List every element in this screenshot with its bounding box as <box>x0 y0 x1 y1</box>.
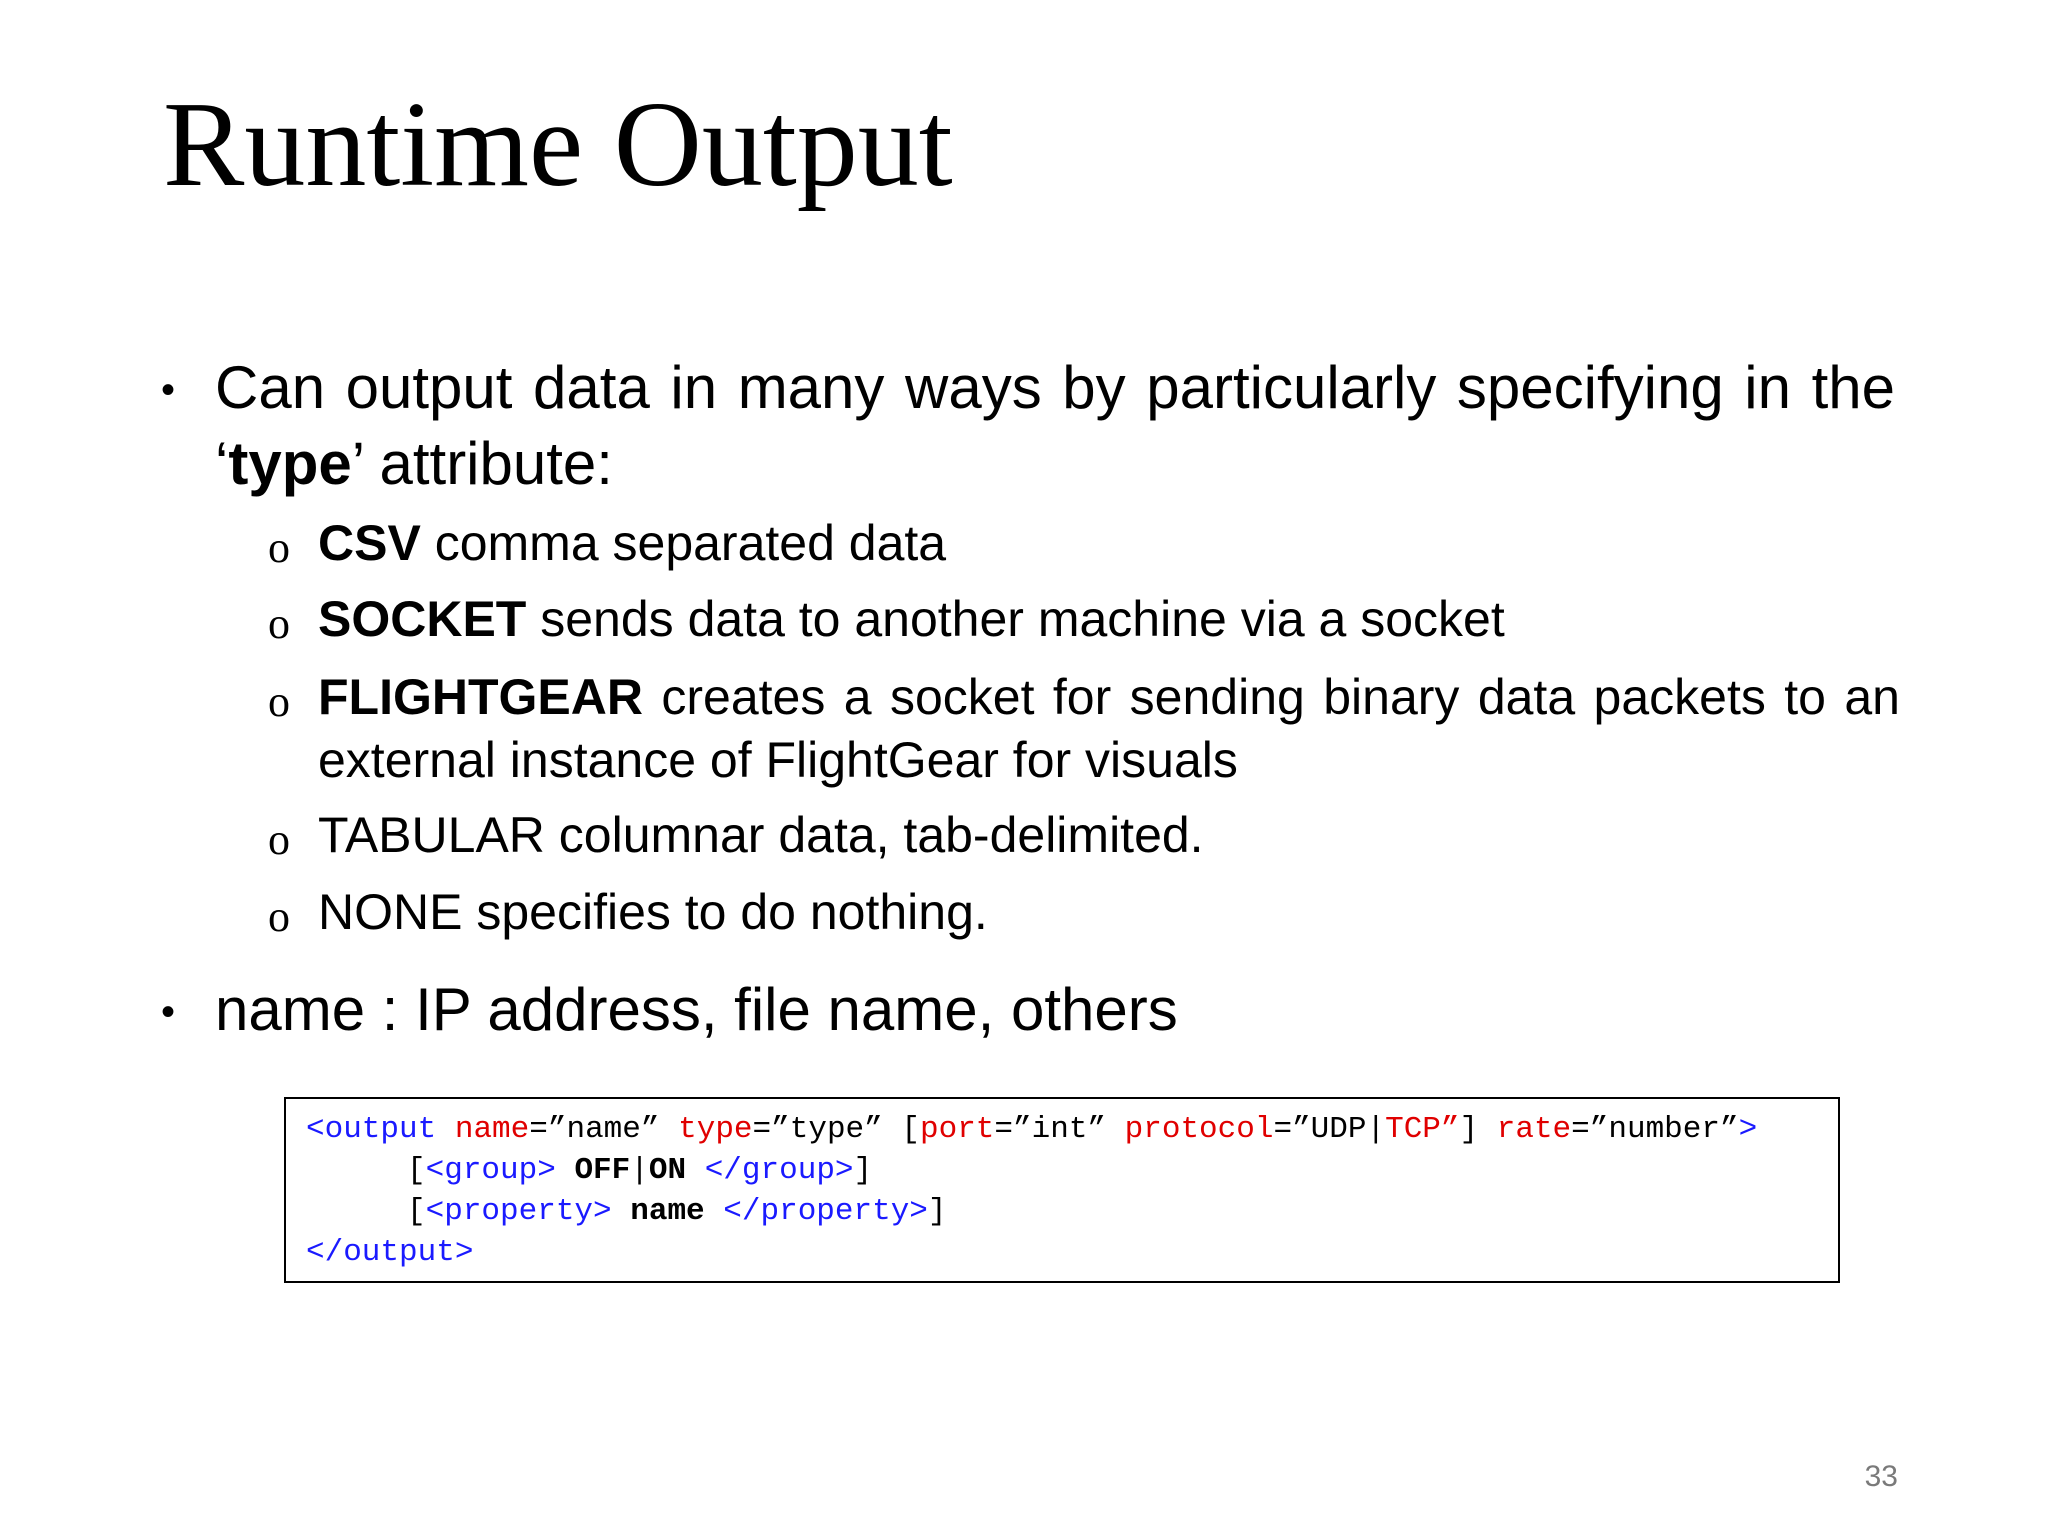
sub-bullet-csv: CSV comma separated data <box>318 512 1900 575</box>
code-value: ON <box>648 1153 687 1188</box>
code-attr: rate <box>1496 1112 1572 1147</box>
code-line-2: [<group> OFF|ON </group>] <box>306 1150 1818 1191</box>
code-block: <output name=”name” type=”type” [port=”i… <box>284 1097 1840 1283</box>
sub-bullet-keyword: FLIGHTGEAR <box>318 669 643 725</box>
code-value: TCP” <box>1385 1112 1460 1147</box>
code-line-3: [<property> name </property>] <box>306 1191 1818 1232</box>
code-value: =”UDP <box>1273 1112 1367 1147</box>
code-attr: port <box>919 1112 995 1147</box>
sub-bullet-text: comma separated data <box>420 515 947 571</box>
code-bracket: ] <box>927 1194 947 1229</box>
page-number: 33 <box>1864 1460 1898 1493</box>
sub-bullet-text: creates a socket for sending binary data… <box>318 669 1900 788</box>
code-attr: name <box>454 1112 530 1147</box>
code-line-1: <output name=”name” type=”type” [port=”i… <box>306 1109 1818 1150</box>
sub-bullet-keyword: CSV <box>318 515 421 571</box>
code-tag: <group> <box>425 1153 556 1188</box>
code-line-4: </output> <box>306 1232 1818 1273</box>
code-value: name <box>630 1194 705 1229</box>
sub-bullet-none: NONE specifies to do nothing. <box>318 881 1900 944</box>
code-bracket: ] <box>853 1153 873 1188</box>
code-pipe: | <box>630 1153 649 1188</box>
code-tag: > <box>1738 1112 1758 1147</box>
sub-bullet-text: NONE specifies to do nothing. <box>318 884 988 940</box>
code-value: =”int” <box>994 1112 1107 1147</box>
sub-bullet-flightgear: FLIGHTGEAR creates a socket for sending … <box>318 666 1900 791</box>
bullet-text: Can output data in many ways by particul… <box>215 354 1895 497</box>
code-tag: </output> <box>306 1235 474 1270</box>
bullet-text-end: ’ attribute: <box>351 429 613 497</box>
sub-bullet-marker: o <box>268 677 290 726</box>
bullet-name: name : IP address, file name, others <box>215 976 1178 1043</box>
code-bracket: [ <box>901 1112 920 1147</box>
bullet-marker: • <box>161 368 176 412</box>
code-tag: <output <box>306 1112 437 1147</box>
sub-bullet-text: sends data to another machine via a sock… <box>526 591 1505 647</box>
code-value: =”name” <box>529 1112 660 1147</box>
code-value: OFF <box>574 1153 631 1188</box>
sub-bullet-marker: o <box>268 523 290 572</box>
code-tag: </group> <box>704 1153 854 1188</box>
sub-bullet-tabular: TABULAR columnar data, tab-delimited. <box>318 804 1900 867</box>
sub-bullet-keyword: SOCKET <box>318 591 527 647</box>
type-keyword: type <box>228 429 352 497</box>
code-bracket: ] <box>1459 1112 1479 1147</box>
sub-bullet-marker: o <box>268 599 290 648</box>
code-bracket: [ <box>407 1194 426 1229</box>
sub-bullet-text: TABULAR columnar data, tab-delimited. <box>318 807 1204 863</box>
code-value: =”type” <box>752 1112 883 1147</box>
slide-title: Runtime Output <box>163 77 953 212</box>
code-attr: protocol <box>1124 1112 1274 1147</box>
code-pipe: | <box>1366 1112 1386 1147</box>
code-tag: </property> <box>723 1194 928 1229</box>
bullet-marker: • <box>161 990 176 1034</box>
code-value: =”number” <box>1571 1112 1739 1147</box>
code-bracket: [ <box>407 1153 426 1188</box>
sub-bullet-socket: SOCKET sends data to another machine via… <box>318 588 1900 651</box>
sub-bullet-marker: o <box>268 892 290 941</box>
bullet-type-attribute: Can output data in many ways by particul… <box>215 350 1895 501</box>
code-tag: <property> <box>425 1194 612 1229</box>
code-attr: type <box>678 1112 753 1147</box>
sub-bullet-marker: o <box>268 815 290 864</box>
